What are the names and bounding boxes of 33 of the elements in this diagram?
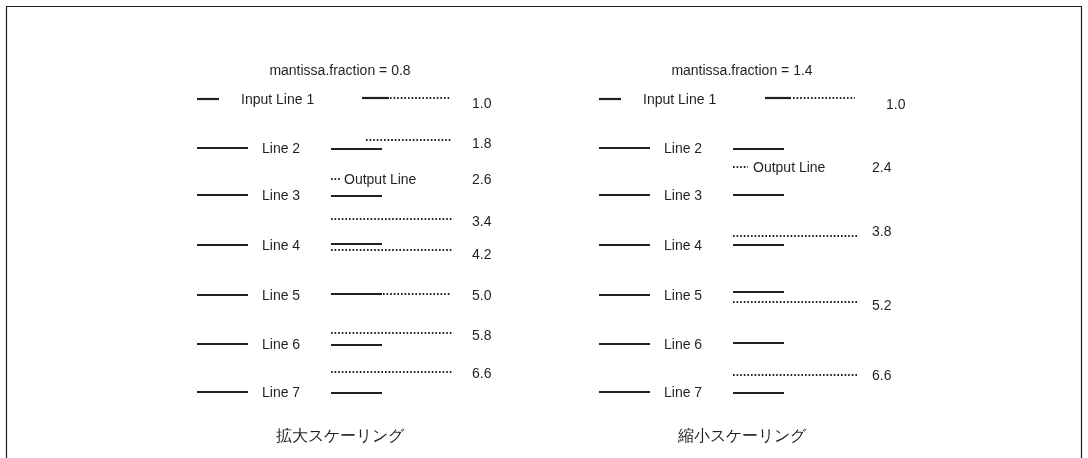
- value-label: 1.0: [886, 96, 906, 112]
- value-label: 3.8: [872, 223, 892, 239]
- value-label: 2.4: [872, 159, 892, 175]
- line-label: Output Line: [344, 171, 417, 187]
- line-label: Line 5: [664, 287, 703, 303]
- panel-title: mantissa.fraction = 0.8: [269, 62, 411, 78]
- line-label: Line 5: [262, 287, 301, 303]
- line-label: Output Line: [753, 159, 826, 175]
- line-label: Line 7: [664, 384, 703, 400]
- value-label: 4.2: [472, 246, 492, 262]
- value-label: 1.0: [472, 95, 492, 111]
- value-label: 2.6: [472, 171, 492, 187]
- line-label: Line 4: [664, 237, 703, 253]
- line-label: Input Line 1: [643, 91, 717, 107]
- line-label: Line 6: [262, 336, 301, 352]
- value-label: 6.6: [472, 365, 492, 381]
- line-label: Line 3: [664, 187, 703, 203]
- line-label: Line 3: [262, 187, 301, 203]
- line-label: Input Line 1: [241, 91, 315, 107]
- line-label: Line 2: [262, 140, 301, 156]
- line-label: Line 7: [262, 384, 301, 400]
- value-label: 3.4: [472, 213, 492, 229]
- line-label: Line 6: [664, 336, 703, 352]
- value-label: 5.0: [472, 287, 492, 303]
- line-label: Line 4: [262, 237, 301, 253]
- panel-caption: 縮小スケーリング: [678, 427, 806, 445]
- panel-title: mantissa.fraction = 1.4: [671, 62, 813, 78]
- value-label: 5.2: [872, 297, 892, 313]
- panel-caption: 拡大スケーリング: [276, 427, 404, 445]
- value-label: 1.8: [472, 135, 492, 151]
- value-label: 6.6: [872, 367, 892, 383]
- value-label: 5.8: [472, 327, 492, 343]
- line-label: Line 2: [664, 140, 703, 156]
